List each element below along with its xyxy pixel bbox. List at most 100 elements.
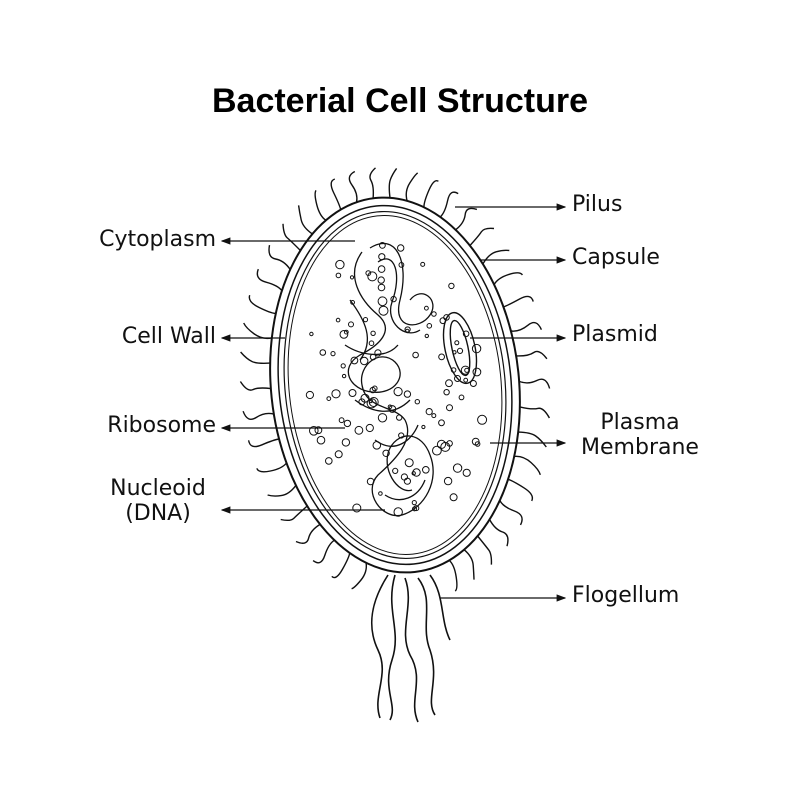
ribosome-dot xyxy=(335,272,342,279)
ribosome-dot xyxy=(462,468,471,477)
ribosome-dot xyxy=(425,408,433,416)
ribosome-dot xyxy=(370,330,376,336)
pilus-strand xyxy=(439,191,459,218)
label-nucleoid-line2: (DNA) xyxy=(125,501,191,526)
label-nucleoid-line1: Nucleoid xyxy=(110,476,206,501)
pilus-strand xyxy=(282,223,301,251)
leader-lines xyxy=(220,203,567,602)
ribosome-dot xyxy=(443,314,450,321)
ribosome-dot xyxy=(421,424,426,430)
pilus-strand xyxy=(518,431,547,448)
ribosome-dot xyxy=(400,473,408,481)
ribosome-dot xyxy=(365,423,374,433)
ribosome-dot xyxy=(462,330,470,338)
ribosome-dot xyxy=(404,458,414,468)
pilus-strand xyxy=(388,167,398,198)
pilus-strand xyxy=(295,523,321,544)
pilus-strand xyxy=(499,500,523,526)
ribosome-dot xyxy=(378,491,383,496)
ribosome-dot xyxy=(454,375,461,382)
pilus-strand xyxy=(351,562,368,590)
ribosome-dot xyxy=(348,321,354,328)
ribosome-dot xyxy=(305,390,314,400)
ribosome-dot xyxy=(452,463,463,473)
pilus-strand xyxy=(369,167,376,199)
label-flagellum: Flogellum xyxy=(572,583,680,608)
pilus-strand xyxy=(423,180,439,208)
pilus-strand xyxy=(510,321,543,332)
ribosome-dot xyxy=(445,379,453,388)
pilus-strand xyxy=(516,350,548,360)
ribosome-dot xyxy=(471,343,482,354)
ribosome-dot xyxy=(377,413,388,423)
ribosome-dot xyxy=(458,394,465,401)
flagella xyxy=(370,574,451,723)
ribosome-dot xyxy=(412,351,419,359)
pilus-strand xyxy=(405,172,419,201)
ribosome-dot xyxy=(448,282,455,290)
ribosome-dot xyxy=(472,367,482,377)
ribosome-dot xyxy=(463,377,469,383)
label-plasma-membrane: Plasma Membrane xyxy=(566,410,714,460)
ribosomes xyxy=(305,242,488,517)
ribosome-dot xyxy=(474,441,481,447)
ribosome-dot xyxy=(413,505,420,512)
pilus-strand xyxy=(239,381,271,391)
ribosome-dot xyxy=(349,275,355,280)
ribosome-dot xyxy=(343,419,352,428)
ribosome-dot xyxy=(411,500,417,506)
label-pilus: Pilus xyxy=(572,192,623,217)
ribosome-dot xyxy=(368,397,379,407)
ribosome-dot xyxy=(443,389,450,396)
pili xyxy=(239,167,551,592)
label-cell-wall: Cell Wall xyxy=(121,324,216,349)
ribosome-dot xyxy=(443,476,453,486)
pilus-strand xyxy=(455,207,478,231)
ribosome-dot xyxy=(350,356,359,365)
pilus-strand xyxy=(519,406,551,419)
ribosome-dot xyxy=(326,396,332,402)
pilus-strand xyxy=(256,268,283,292)
ribosome-dot xyxy=(456,347,464,354)
pilus-strand xyxy=(331,552,351,579)
ribosome-dot xyxy=(431,413,437,419)
ribosome-dot xyxy=(341,438,351,447)
pilus-strand xyxy=(248,294,276,315)
ribosome-dot xyxy=(377,265,386,273)
ribosome-dot xyxy=(348,389,357,397)
ribosome-dot xyxy=(369,386,376,394)
ribosome-dot xyxy=(424,333,429,339)
ribosome-dot xyxy=(316,435,326,445)
ribosome-dot xyxy=(368,340,375,347)
ribosome-dot xyxy=(362,317,369,323)
ribosome-dot xyxy=(335,317,341,323)
ribosome-dot xyxy=(436,439,447,449)
pilus-strand xyxy=(477,535,493,565)
ribosome-dot xyxy=(393,387,403,397)
ribosome-dot xyxy=(341,373,347,379)
capsule xyxy=(269,196,521,574)
ribosome-dot xyxy=(477,414,488,425)
ribosome-dot xyxy=(325,457,333,465)
pilus-strand xyxy=(493,272,524,285)
ribosome-dot xyxy=(414,399,420,405)
ribosome-dot xyxy=(446,404,453,412)
pilus-strand xyxy=(348,170,358,203)
ribosome-dot xyxy=(420,261,426,267)
pilus-strand xyxy=(330,178,342,210)
pilus-strand xyxy=(488,519,509,547)
plasmid xyxy=(442,311,478,385)
pilus-strand xyxy=(242,410,274,420)
ribosome-dot xyxy=(330,351,336,357)
label-ribosome: Ribosome xyxy=(107,413,216,438)
pilus-strand xyxy=(256,462,288,473)
ribosome-dot xyxy=(371,385,378,392)
pilus-strand xyxy=(448,559,458,592)
ribosome-dot xyxy=(338,417,345,424)
ribosome-dot xyxy=(398,432,405,439)
nucleoid xyxy=(344,242,434,517)
pilus-strand xyxy=(240,351,271,365)
ribosome-dot xyxy=(449,493,458,502)
ribosome-dot xyxy=(446,440,453,447)
